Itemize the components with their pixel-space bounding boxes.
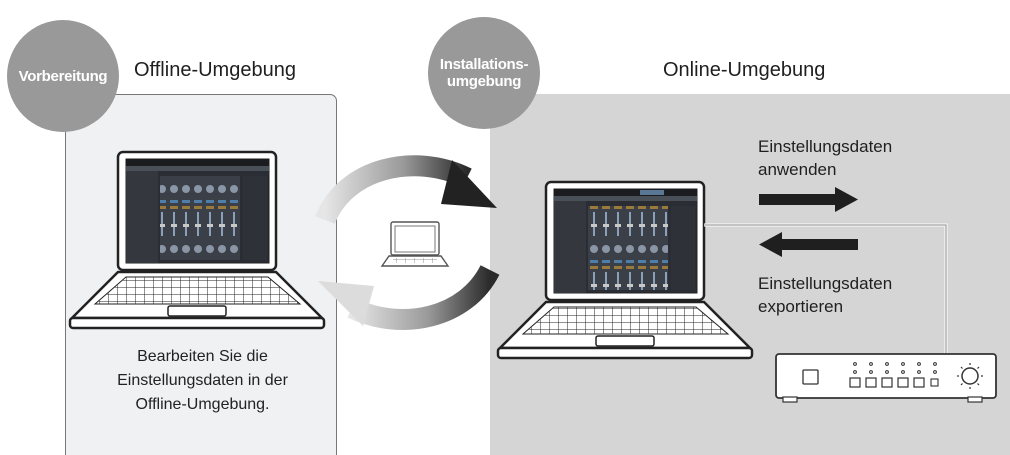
export-settings-line: exportieren	[758, 297, 844, 316]
export-settings-line: Einstellungsdaten	[758, 274, 893, 293]
installation-badge-line-1: Installations-	[439, 56, 529, 73]
offline-caption-line: Bearbeiten Sie die	[137, 348, 268, 365]
offline-caption: Bearbeiten Sie die Einstellungsdaten in …	[80, 345, 325, 417]
apply-settings-line: anwenden	[758, 160, 837, 179]
export-arrow-icon	[759, 232, 858, 257]
preparation-badge: Vorbereitung	[7, 20, 119, 132]
cycle-arrows-icon	[315, 155, 500, 330]
apply-arrow-icon	[759, 187, 858, 212]
laptop-icon	[496, 180, 754, 360]
installation-badge: Installations- umgebung	[428, 17, 540, 129]
small-laptop-icon	[380, 221, 450, 267]
offline-caption-line: Einstellungsdaten in der	[117, 372, 288, 389]
installation-badge-line-2: umgebung	[446, 73, 522, 90]
export-settings-label: Einstellungsdaten exportieren	[758, 272, 892, 318]
device-icon	[775, 353, 997, 403]
offline-heading: Offline-Umgebung	[134, 59, 296, 81]
offline-caption-line: Offline-Umgebung.	[135, 396, 270, 413]
apply-settings-label: Einstellungsdaten anwenden	[758, 135, 892, 181]
preparation-badge-label: Vorbereitung	[18, 67, 108, 85]
apply-settings-line: Einstellungsdaten	[758, 137, 893, 156]
online-heading: Online-Umgebung	[663, 59, 826, 81]
laptop-icon	[68, 150, 326, 330]
